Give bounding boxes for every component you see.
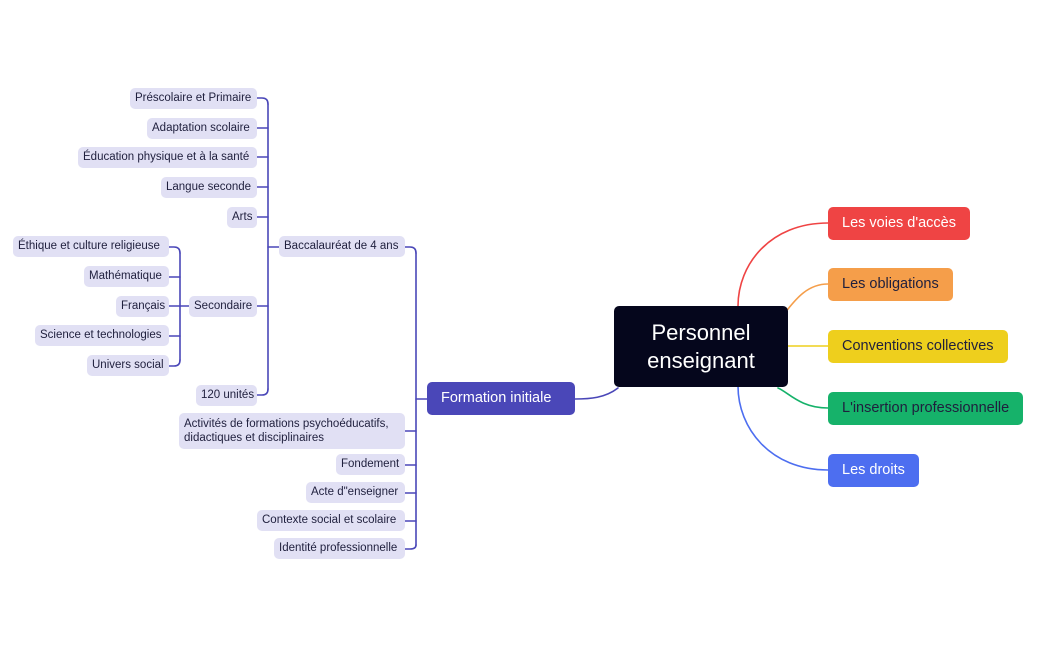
edge-root-to-branch-0	[737, 222, 829, 307]
node-contexte-social[interactable]: Contexte social et scolaire	[257, 510, 405, 531]
node-science-technologies[interactable]: Science et technologies	[35, 325, 169, 346]
edge-to-bac	[404, 246, 417, 254]
root-node[interactable]: Personnel enseignant	[614, 306, 788, 387]
node-langue-seconde[interactable]: Langue seconde	[161, 177, 257, 198]
node-mathematique[interactable]: Mathématique	[84, 266, 169, 287]
node-activites-formations[interactable]: Activités de formations psychoéducatifs,…	[179, 413, 405, 449]
edge-sec-last	[168, 359, 181, 367]
branch-droits[interactable]: Les droits	[828, 454, 919, 487]
branch-conventions-collectives[interactable]: Conventions collectives	[828, 330, 1008, 363]
node-adaptation-scolaire[interactable]: Adaptation scolaire	[147, 118, 257, 139]
edge-root-to-branch-4	[737, 385, 829, 471]
node-univers-social[interactable]: Univers social	[87, 355, 169, 376]
edge-to-identite	[404, 544, 417, 550]
root-title-line1: Personnel	[651, 320, 751, 345]
node-120-unites[interactable]: 120 unités	[196, 385, 257, 406]
node-secondaire[interactable]: Secondaire	[189, 296, 257, 317]
node-education-physique[interactable]: Éducation physique et à la santé	[78, 147, 257, 168]
branch-obligations[interactable]: Les obligations	[828, 268, 953, 301]
edge-bac-first	[256, 97, 269, 105]
node-baccalaureat[interactable]: Baccalauréat de 4 ans	[279, 236, 405, 257]
edge-bac-last	[256, 388, 269, 396]
node-francais[interactable]: Français	[116, 296, 169, 317]
node-ethique-culture[interactable]: Éthique et culture religieuse	[13, 236, 169, 257]
node-acte-enseigner[interactable]: Acte d"enseigner	[306, 482, 405, 503]
node-identite-professionnelle[interactable]: Identité professionnelle	[274, 538, 405, 559]
node-arts[interactable]: Arts	[227, 207, 257, 228]
edge-root-to-formation	[574, 387, 619, 400]
root-title-line2: enseignant	[647, 348, 755, 373]
node-prescolaire-primaire[interactable]: Préscolaire et Primaire	[130, 88, 257, 109]
edge-root-to-branch-3	[777, 387, 829, 409]
edge-sec-first	[168, 246, 181, 254]
branch-formation-initiale[interactable]: Formation initiale	[427, 382, 575, 415]
branch-voies-acces[interactable]: Les voies d'accès	[828, 207, 970, 240]
branch-insertion-professionnelle[interactable]: L'insertion professionnelle	[828, 392, 1024, 425]
node-fondement[interactable]: Fondement	[336, 454, 405, 475]
